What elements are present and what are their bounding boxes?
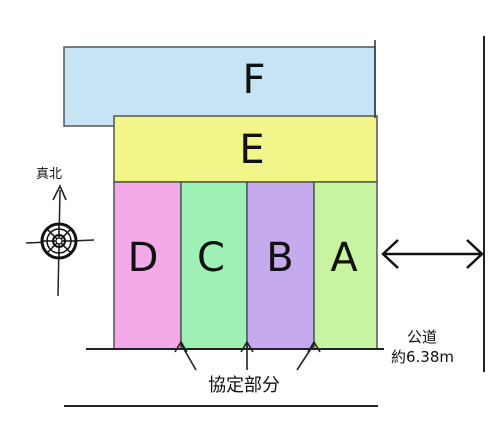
road-name-label: 公道	[407, 328, 437, 346]
lot-f-label: F	[242, 57, 265, 103]
lot-c[interactable]: C	[180, 181, 248, 350]
lot-d-area[interactable]	[113, 181, 182, 350]
pointer-c-b	[240, 340, 254, 353]
shared-section-label: 協定部分	[208, 375, 280, 396]
shared-section-pointers	[174, 340, 321, 371]
lot-e-area[interactable]	[113, 115, 378, 183]
lot-f-area[interactable]	[63, 46, 376, 127]
lot-a-label: A	[330, 235, 358, 281]
lot-b-area[interactable]	[246, 181, 315, 350]
arrow-head-left	[381, 239, 399, 269]
lot-b[interactable]: B	[246, 181, 315, 350]
lot-a[interactable]: A	[313, 181, 378, 350]
arrow-head-right	[466, 239, 484, 269]
lot-f[interactable]: F	[63, 46, 376, 127]
lot-d-label: D	[128, 235, 159, 281]
lot-c-label: C	[197, 235, 225, 281]
lot-e[interactable]: E	[113, 115, 378, 183]
road-width-arrow	[381, 239, 484, 269]
lot-b-label: B	[266, 235, 293, 281]
lot-c-area[interactable]	[180, 181, 248, 350]
road-width-label: 約6.38m	[391, 348, 454, 366]
lot-d[interactable]: D	[113, 181, 182, 350]
compass-true-north-label: 真北	[36, 167, 62, 182]
compass-rose-icon	[25, 184, 95, 297]
north-arrow-head	[52, 184, 67, 201]
lot-e-label: E	[239, 127, 264, 173]
pointer-d-c	[174, 340, 188, 353]
